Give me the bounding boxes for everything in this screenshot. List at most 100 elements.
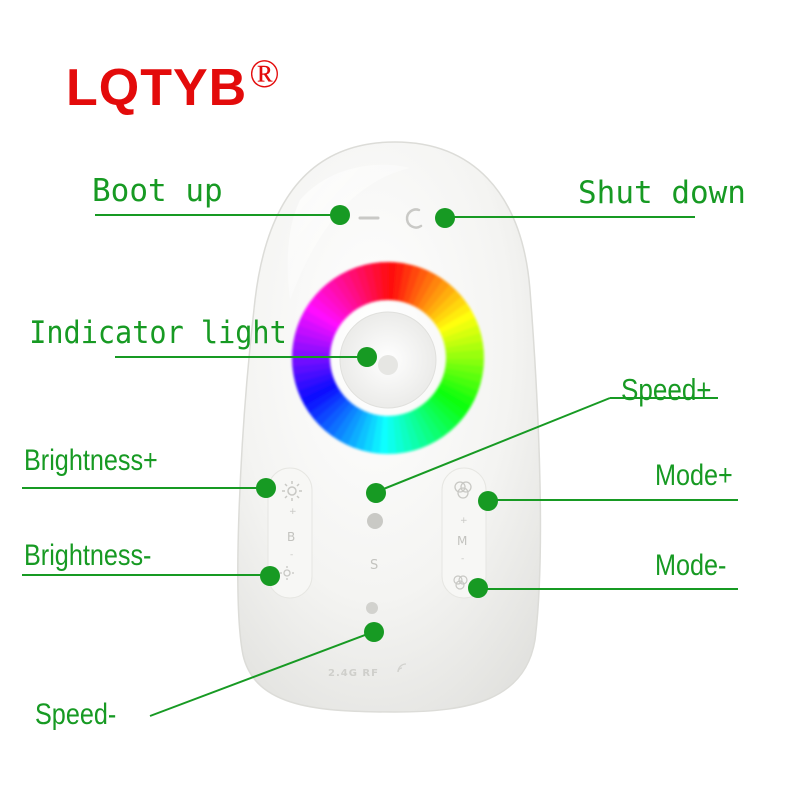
color-wheel-segment[interactable] (304, 301, 342, 330)
color-wheel-segment[interactable] (402, 265, 423, 304)
color-wheel-segment[interactable] (346, 410, 369, 449)
color-wheel-segment[interactable] (353, 412, 374, 451)
mode-rgb-small-icon (453, 575, 468, 590)
speed-plus-line (375, 397, 611, 493)
color-wheel-segment[interactable] (309, 295, 345, 325)
color-wheel-segment[interactable] (434, 386, 472, 415)
brightness-plus-dot (256, 478, 276, 498)
color-wheel-segment[interactable] (297, 316, 336, 339)
color-wheel-segment[interactable] (402, 412, 421, 452)
color-wheel-segment[interactable] (445, 341, 484, 354)
rf-label: 2.4G RF (328, 668, 379, 679)
color-wheel-segment[interactable] (428, 395, 462, 427)
speed-minus-icon (366, 602, 378, 614)
shut-down-button[interactable] (405, 208, 423, 229)
brightness-minus-dot (260, 566, 280, 586)
color-wheel-segment[interactable] (338, 407, 364, 446)
color-wheel-segment[interactable] (314, 289, 348, 321)
color-wheel-segment[interactable] (397, 413, 413, 453)
color-wheel-segment[interactable] (411, 408, 436, 446)
color-wheel-segment[interactable] (442, 372, 481, 393)
speed-minus-dot (364, 622, 384, 642)
wifi-signal-icon (397, 663, 407, 673)
boot-up-dot (330, 205, 350, 225)
color-wheel-segment[interactable] (347, 267, 370, 306)
color-wheel-segment[interactable] (332, 274, 360, 311)
sun-icon (282, 481, 302, 501)
color-wheel-segment[interactable] (293, 367, 333, 383)
boot-up-label: Boot up (92, 173, 223, 209)
color-wheel-segment[interactable] (392, 415, 405, 454)
brand-name: LQTYB (66, 59, 248, 117)
color-wheel-segment[interactable] (406, 410, 429, 449)
registered-mark: ® (249, 51, 281, 96)
brand-logo: LQTYB® (66, 54, 281, 117)
color-wheel-segment[interactable] (431, 391, 467, 421)
indicator-dot (357, 347, 377, 367)
color-wheel-segment[interactable] (295, 323, 334, 344)
color-wheel-segment[interactable] (319, 398, 351, 432)
color-wheel-segment[interactable] (292, 340, 332, 354)
color-wheel-segment[interactable] (442, 325, 482, 344)
color-wheel-segment[interactable] (325, 401, 355, 437)
mode-minus-dot (468, 578, 488, 598)
mode-letter: M (457, 534, 467, 548)
mode-rgb-icon (454, 481, 472, 499)
color-wheel-segment[interactable] (437, 382, 476, 408)
color-wheel-segment[interactable] (392, 262, 406, 302)
color-wheel-segment[interactable] (425, 284, 457, 318)
color-wheel-segment[interactable] (424, 398, 456, 433)
brightness-plus-label: Brightness+ (24, 444, 158, 477)
color-wheel-segment[interactable] (293, 331, 333, 349)
color-wheel-segment[interactable] (304, 386, 341, 414)
color-wheel-segment[interactable] (428, 290, 463, 322)
remote-highlight (287, 164, 410, 300)
color-wheel-segment[interactable] (432, 296, 468, 326)
color-wheel-segment[interactable] (420, 402, 450, 438)
color-wheel-segment[interactable] (416, 405, 444, 442)
color-wheel-segment[interactable] (292, 362, 331, 375)
sun-small-icon (280, 566, 294, 580)
color-wheel-segment[interactable] (412, 270, 438, 309)
color-wheel-segment[interactable] (416, 274, 445, 312)
color-wheel-segment[interactable] (371, 262, 384, 301)
color-wheel-segment[interactable] (438, 310, 476, 335)
mode-plus-dot (478, 491, 498, 511)
color-wheel-segment[interactable] (326, 278, 356, 314)
color-wheel-segment[interactable] (294, 372, 334, 391)
color-wheel-segment[interactable] (435, 302, 472, 330)
color-wheel-segment[interactable] (300, 381, 338, 406)
shut-down-dot (435, 208, 455, 228)
color-wheel-segment[interactable] (320, 283, 352, 318)
color-wheel-segment[interactable] (444, 362, 484, 376)
color-wheel-segment[interactable] (397, 263, 415, 303)
color-wheel-segment[interactable] (440, 317, 479, 340)
color-wheel-segment[interactable] (440, 377, 479, 400)
color-wheel-segment[interactable] (443, 333, 483, 349)
color-wheel-segment[interactable] (407, 267, 430, 306)
brightness-minus-label: Brightness- (24, 539, 152, 572)
speed-icon (367, 513, 383, 529)
color-wheel-segment[interactable] (308, 390, 344, 420)
color-wheel-segment[interactable] (300, 308, 339, 334)
plus-mark-m: + (460, 516, 468, 526)
plus-mark-b: + (289, 507, 297, 517)
color-wheel[interactable] (292, 262, 484, 454)
speed-plus-label: Speed+ (621, 372, 712, 407)
color-wheel-segment[interactable] (443, 367, 483, 385)
indicator-light-label: Indicator light (29, 315, 287, 351)
color-wheel-segment[interactable] (361, 413, 379, 453)
color-wheel-segment[interactable] (355, 264, 374, 304)
color-wheel-segment[interactable] (340, 270, 365, 308)
color-wheel-segment[interactable] (297, 376, 336, 399)
color-wheel-segment[interactable] (313, 394, 348, 426)
brightness-button-column (267, 467, 313, 599)
color-wheel-segment[interactable] (363, 263, 379, 303)
color-wheel-segment[interactable] (370, 414, 384, 454)
brightness-letter: B (287, 530, 295, 544)
color-wheel-segment[interactable] (421, 279, 451, 315)
speed-plus-dot (366, 483, 386, 503)
color-wheel-segment[interactable] (331, 404, 360, 442)
speed-minus-line (149, 631, 374, 717)
minus-mark-m: - (461, 554, 464, 564)
